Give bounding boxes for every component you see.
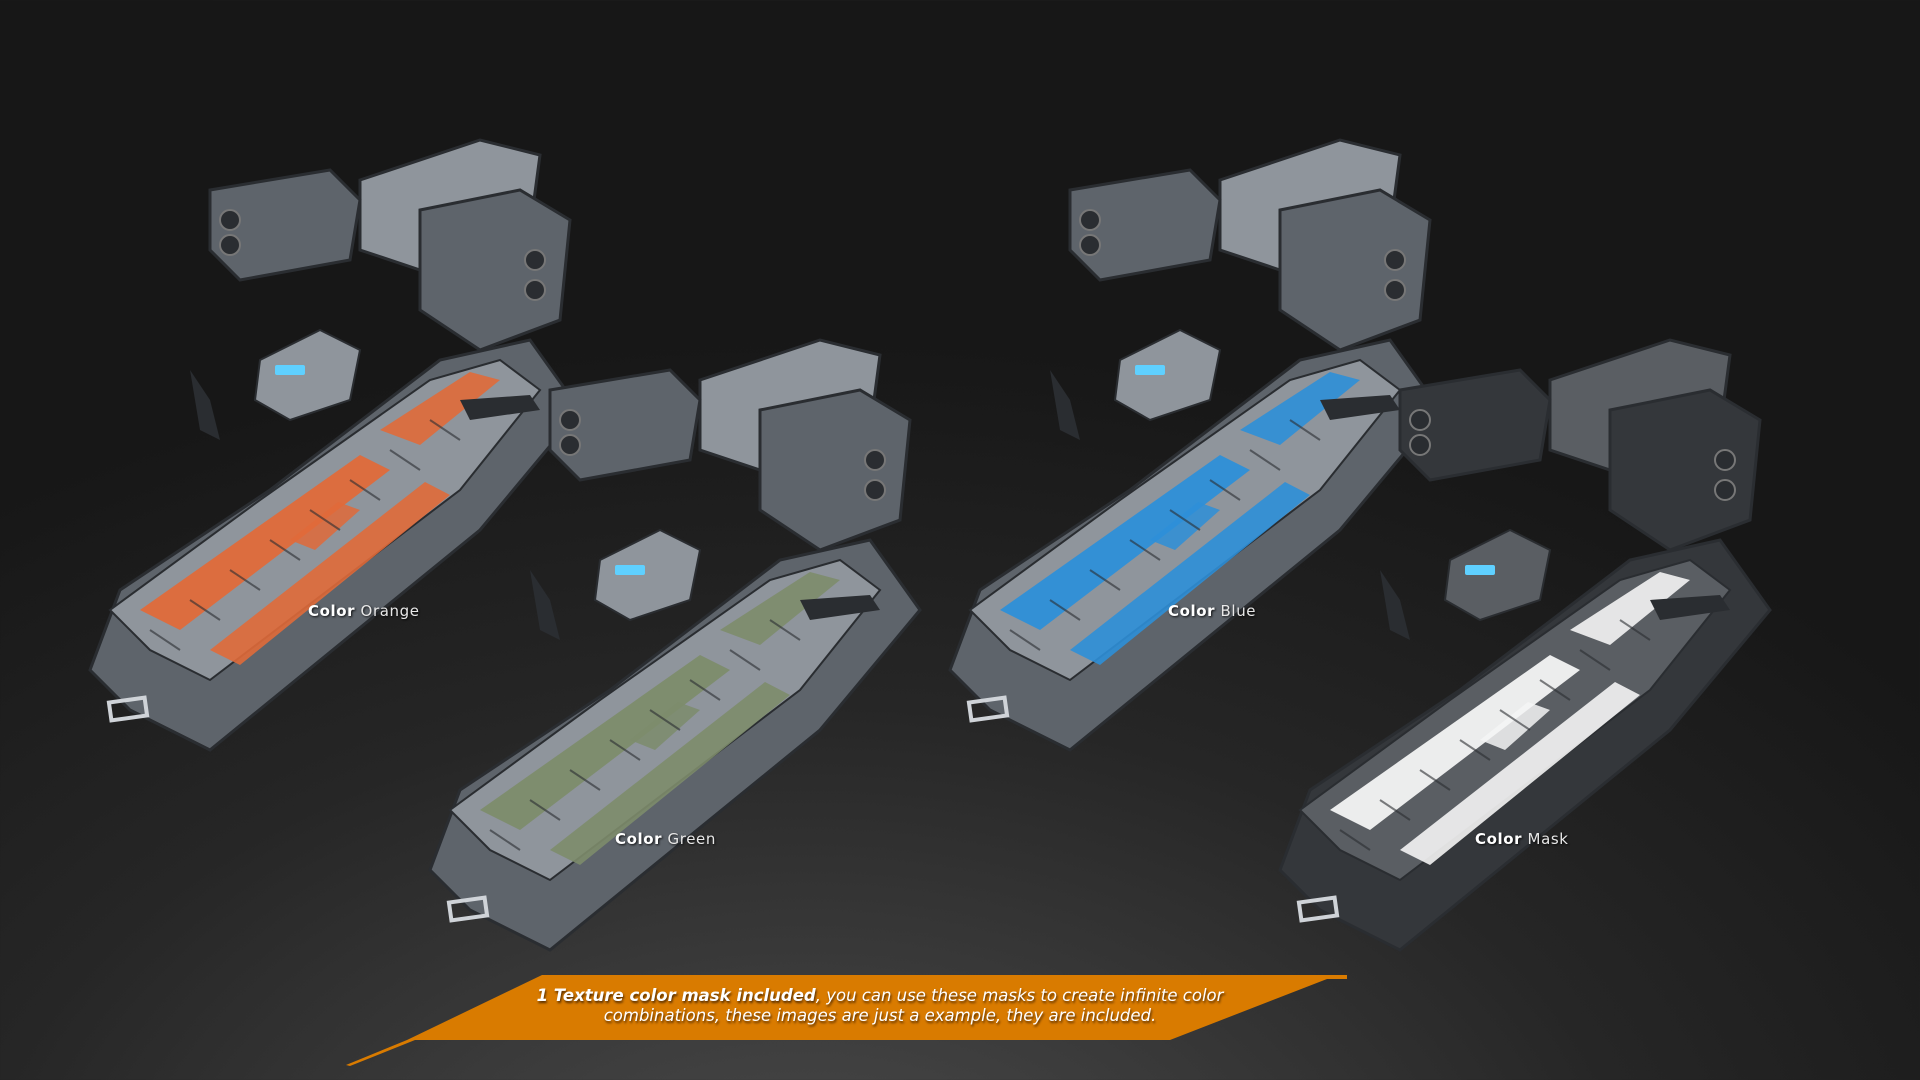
spaceship-icon [948, 138, 1442, 752]
info-banner-text: 1 Texture color mask included, you can u… [536, 986, 1224, 1025]
spaceship-icon [1278, 338, 1772, 952]
ship-render-blue [920, 110, 1640, 790]
spaceship-icon [88, 138, 582, 752]
ship-render-orange [60, 110, 780, 790]
variant-label-blue: Color Blue [1168, 602, 1257, 620]
variant-label-green: Color Green [615, 830, 716, 848]
ship-render-green [400, 310, 1120, 990]
variant-label-mask: Color Mask [1475, 830, 1569, 848]
variant-label-orange: Color Orange [308, 602, 420, 620]
ship-render-mask [1250, 310, 1920, 990]
spaceship-icon [428, 338, 922, 952]
